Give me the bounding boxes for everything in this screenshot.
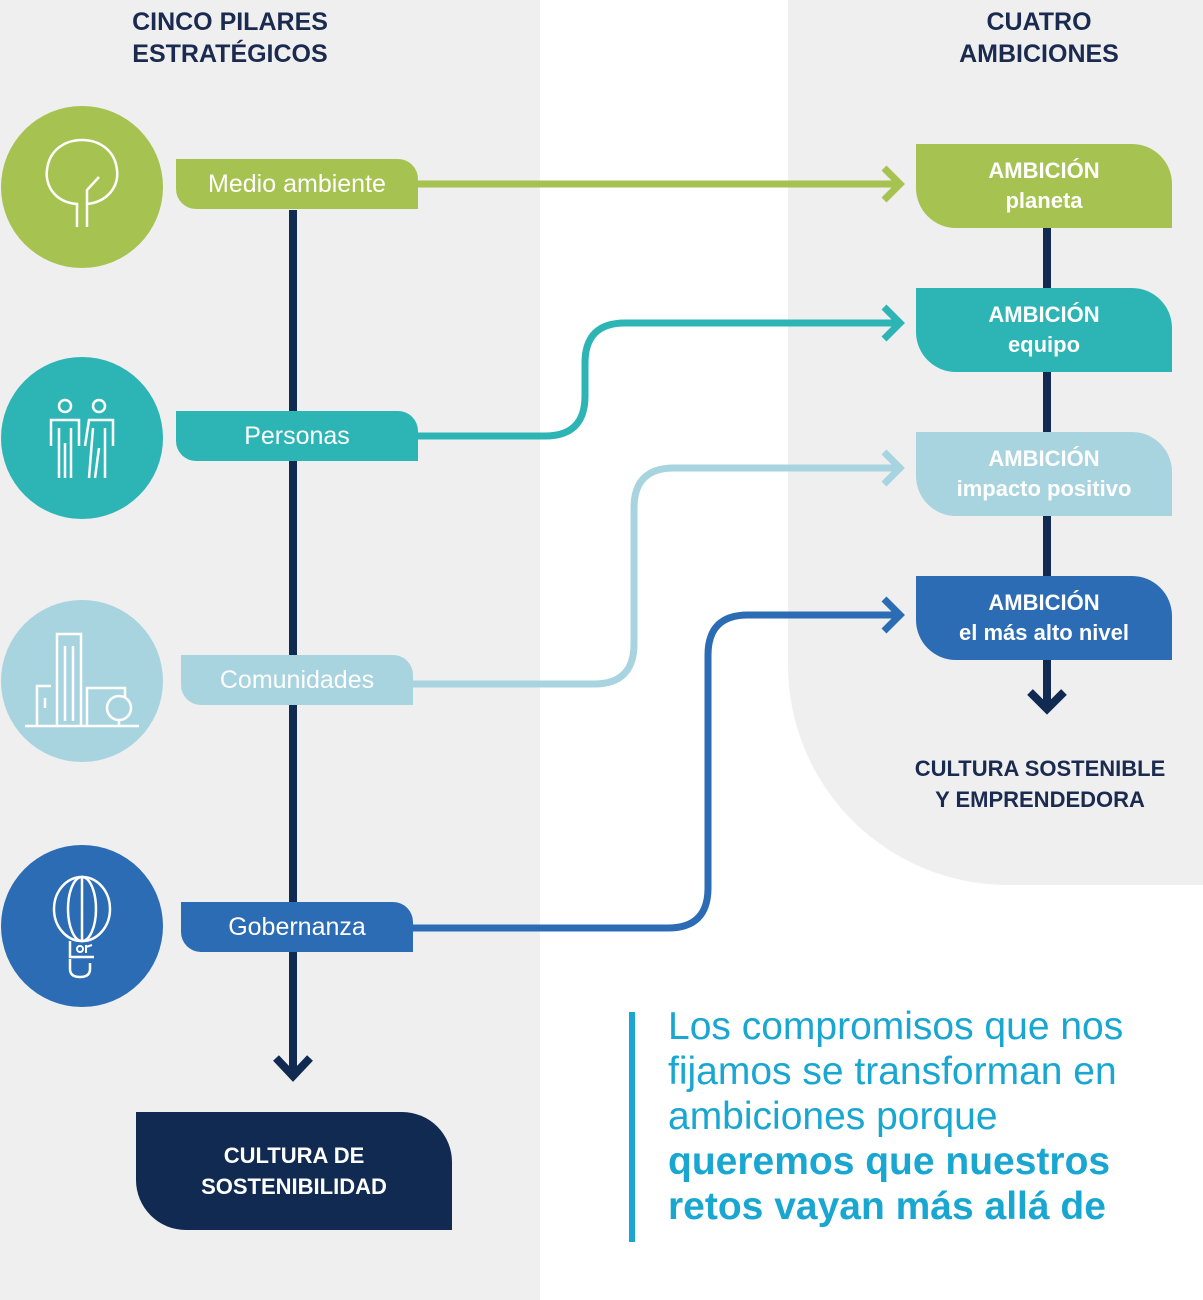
quote-normal-text: Los compromisos que nos fijamos se trans… (668, 1005, 1124, 1138)
tree-icon (45, 138, 119, 227)
connector-comunidades-arrowhead (881, 449, 905, 487)
connector-gobernanza (413, 611, 900, 932)
ambition-box-equipo: AMBICIÓN equipo (916, 288, 1172, 372)
ambition-subtitle: planeta (1005, 188, 1083, 213)
ambition-box-impacto-positivo: AMBICIÓN impacto positivo (916, 432, 1172, 516)
ambition-title: AMBICIÓN (988, 158, 1100, 183)
city-icon (25, 632, 139, 728)
ambition-subtitle: equipo (1007, 332, 1081, 357)
result-cultura-de-sostenibilidad: CULTURA DE SOSTENIBILIDAD (136, 1112, 452, 1230)
pillar-circle-personas (1, 357, 163, 519)
quote-bold-text: queremos que nuestros retos vayan más al… (668, 1140, 1111, 1228)
ambition-subtitle: el más alto nivel (959, 620, 1129, 645)
ambition-subtitle: impacto positivo (956, 476, 1132, 501)
connector-personas-arrowhead (881, 304, 905, 342)
left-column-header: CINCO PILARES ESTRATÉGICOS (132, 8, 328, 68)
people-icon (49, 398, 115, 479)
pillar-label-medio-ambiente: Medio ambiente (176, 159, 418, 209)
connector-comunidades (413, 464, 900, 688)
pillar-circle-medio-ambiente (1, 106, 163, 268)
pillar-label-comunidades: Comunidades (181, 655, 413, 705)
ambition-title: AMBICIÓN (988, 302, 1100, 327)
quote-text: Los compromisos que nos fijamos se trans… (668, 1004, 1193, 1229)
pillar-circle-gobernanza (1, 845, 163, 1007)
connector-personas (418, 319, 900, 440)
left-spine-arrowhead (273, 1055, 313, 1082)
ambition-title: AMBICIÓN (988, 590, 1100, 615)
connector-medio-ambiente-arrowhead (881, 165, 905, 203)
quote-accent-bar (629, 1012, 635, 1242)
ambition-box-planeta: AMBICIÓN planeta (916, 144, 1172, 228)
pillar-circle-comunidades (1, 600, 163, 762)
right-spine-arrowhead (1027, 689, 1067, 715)
result-cultura-sostenible: CULTURA SOSTENIBLE Y EMPRENDEDORA (914, 756, 1166, 812)
right-column-header: CUATRO AMBICIONES (959, 8, 1119, 68)
ambition-title: AMBICIÓN (988, 446, 1100, 471)
pillar-label-personas: Personas (176, 411, 418, 461)
ambition-box-mas-alto-nivel: AMBICIÓN el más alto nivel (916, 576, 1172, 660)
pillar-label-gobernanza: Gobernanza (181, 902, 413, 952)
connector-gobernanza-arrowhead (881, 596, 905, 634)
balloon-icon (52, 875, 112, 979)
